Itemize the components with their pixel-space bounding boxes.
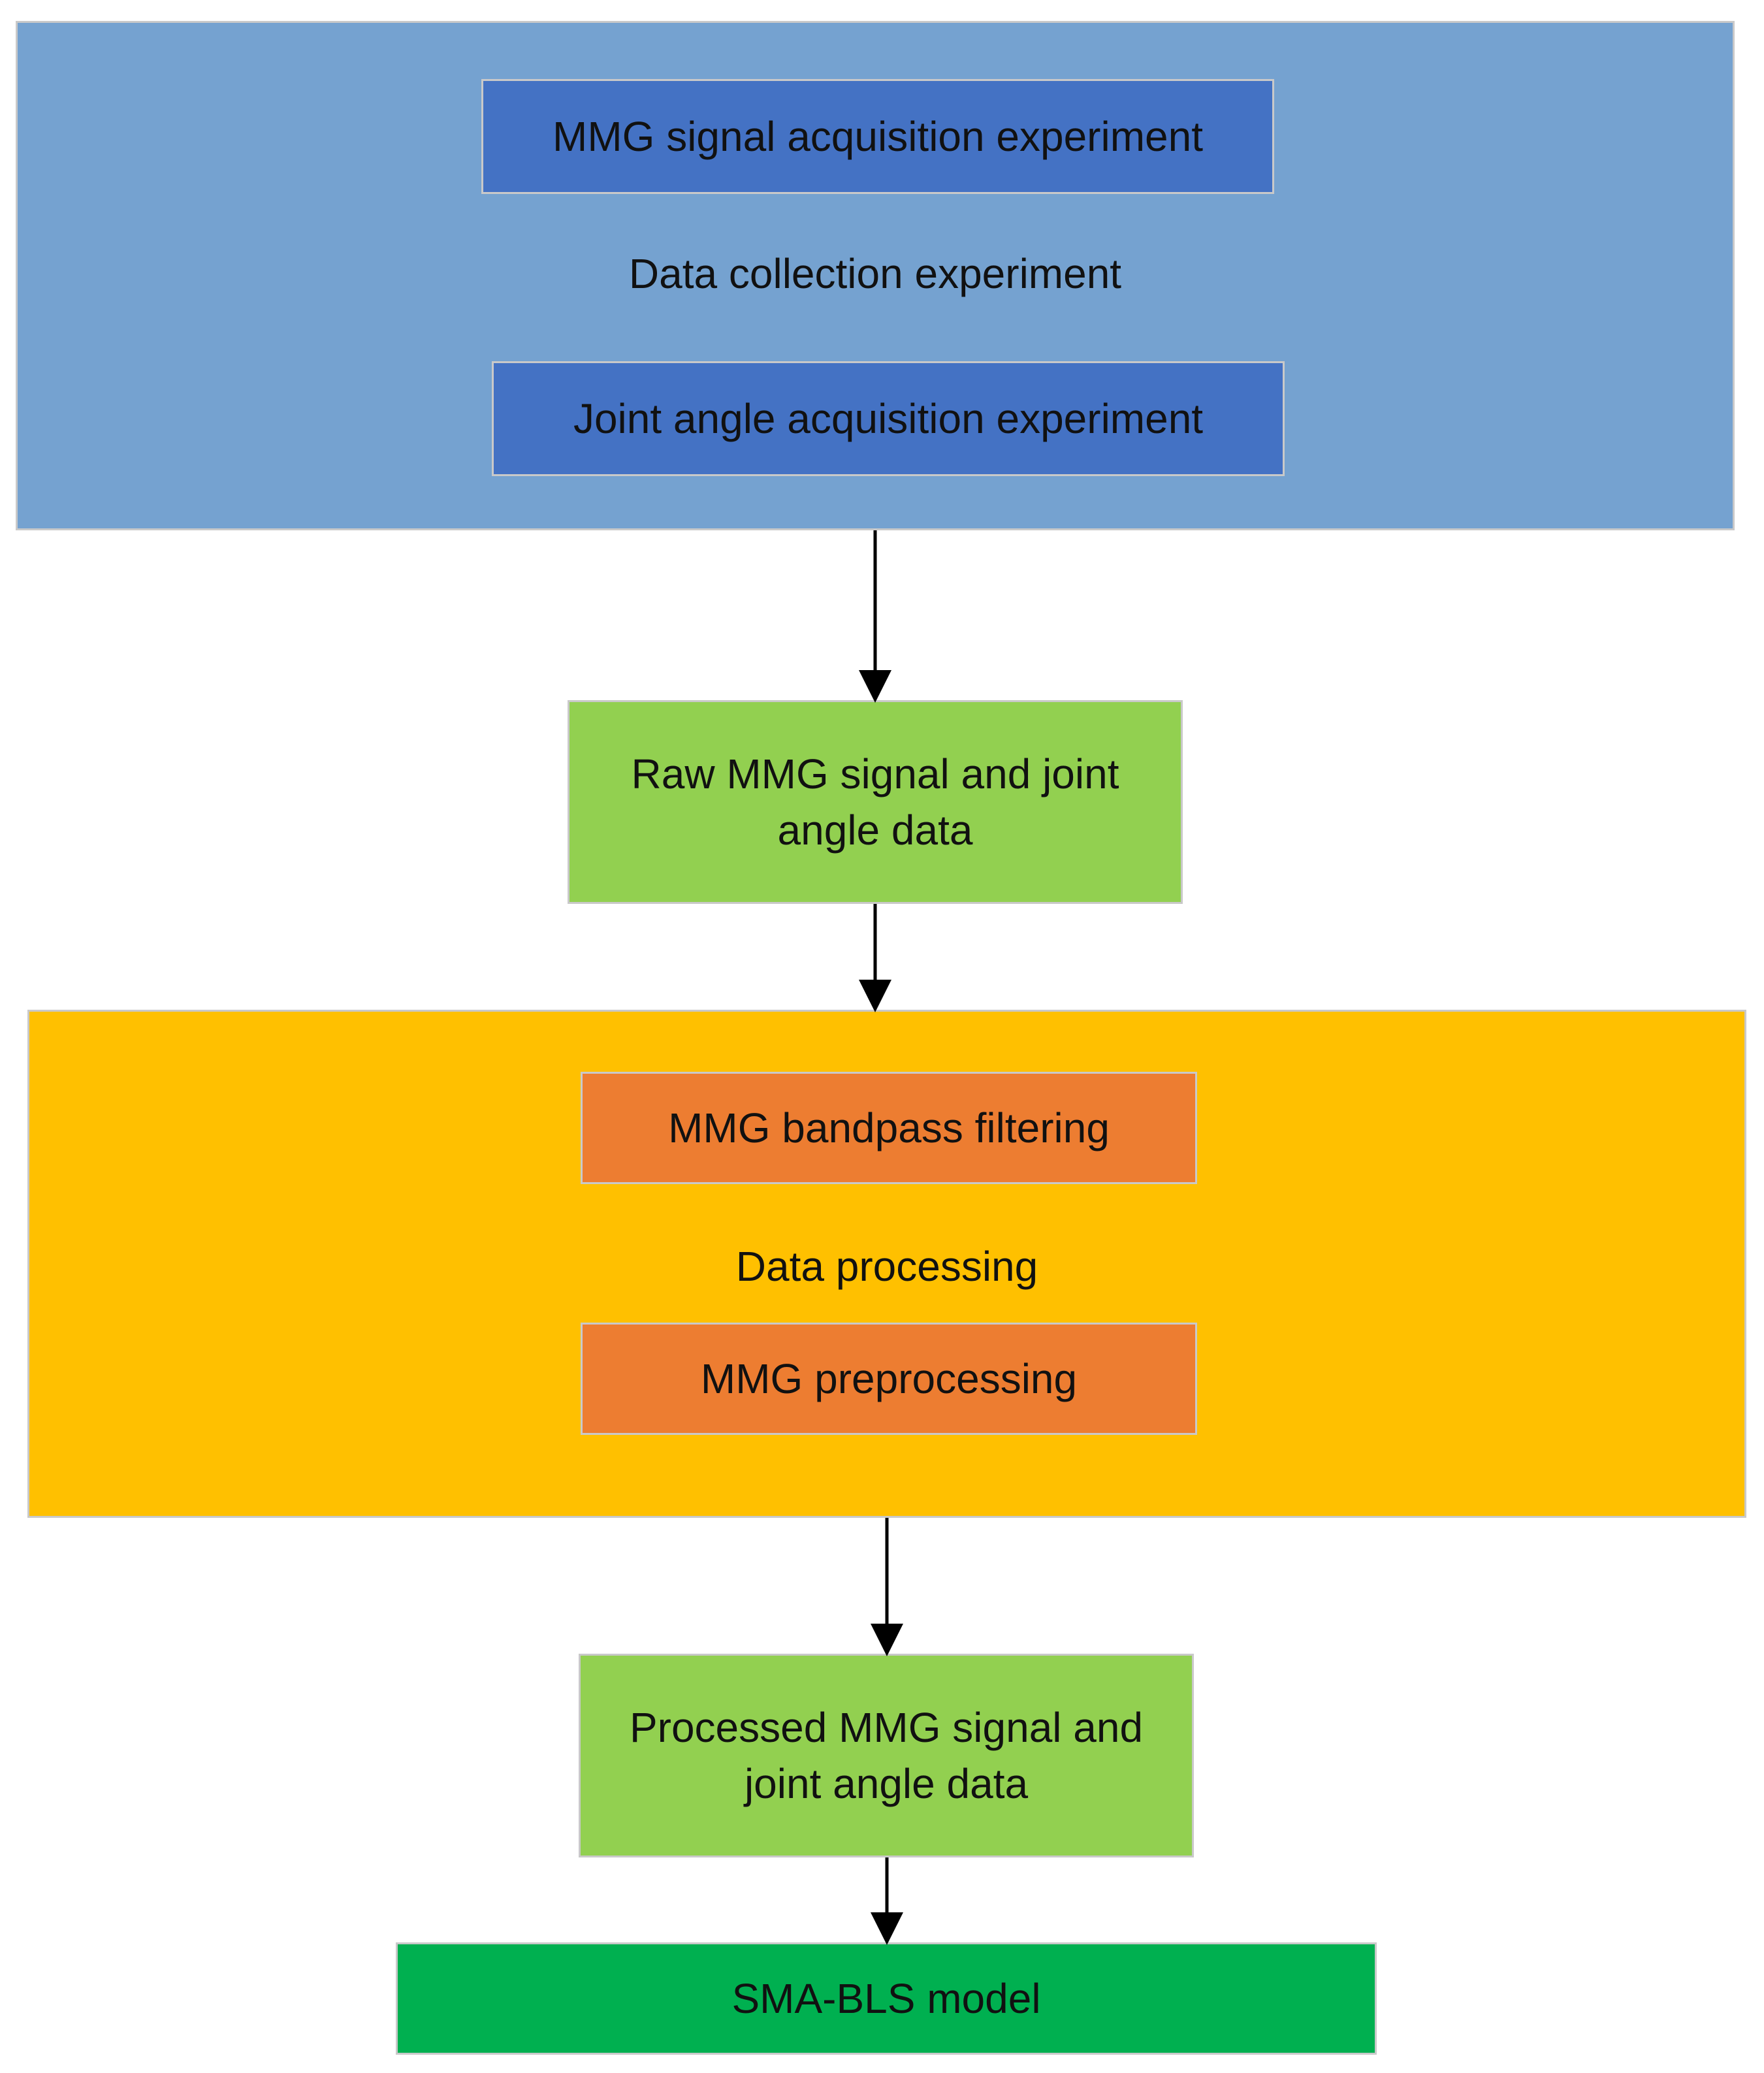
data-collection-label: Data collection experiment bbox=[628, 250, 1122, 297]
sma-bls-model-box: SMA-BLS model bbox=[396, 1942, 1377, 2055]
raw-data-box: Raw MMG signal and joint angle data bbox=[568, 700, 1183, 904]
processed-data-box: Processed MMG signal and joint angle dat… bbox=[579, 1654, 1194, 1857]
data-processing-label: Data processing bbox=[735, 1243, 1038, 1290]
mmg-bandpass-filtering-label: MMG bandpass filtering bbox=[668, 1104, 1110, 1151]
data-processing-panel: MMG bandpass filtering Data processing M… bbox=[27, 1010, 1746, 1518]
mmg-bandpass-filtering-box: MMG bandpass filtering bbox=[581, 1072, 1197, 1184]
raw-data-label: Raw MMG signal and joint angle data bbox=[631, 750, 1119, 854]
mmg-signal-acquisition-box: MMG signal acquisition experiment bbox=[481, 79, 1274, 194]
joint-angle-acquisition-label: Joint angle acquisition experiment bbox=[573, 394, 1204, 442]
data-collection-panel: MMG signal acquisition experiment Data c… bbox=[16, 21, 1735, 530]
processed-data-label: Processed MMG signal and joint angle dat… bbox=[629, 1703, 1144, 1807]
mmg-signal-acquisition-label: MMG signal acquisition experiment bbox=[553, 112, 1203, 160]
sma-bls-model-label: SMA-BLS model bbox=[731, 1974, 1041, 2022]
joint-angle-acquisition-box: Joint angle acquisition experiment bbox=[492, 361, 1285, 476]
mmg-preprocessing-box: MMG preprocessing bbox=[581, 1323, 1197, 1435]
mmg-preprocessing-label: MMG preprocessing bbox=[700, 1355, 1078, 1402]
